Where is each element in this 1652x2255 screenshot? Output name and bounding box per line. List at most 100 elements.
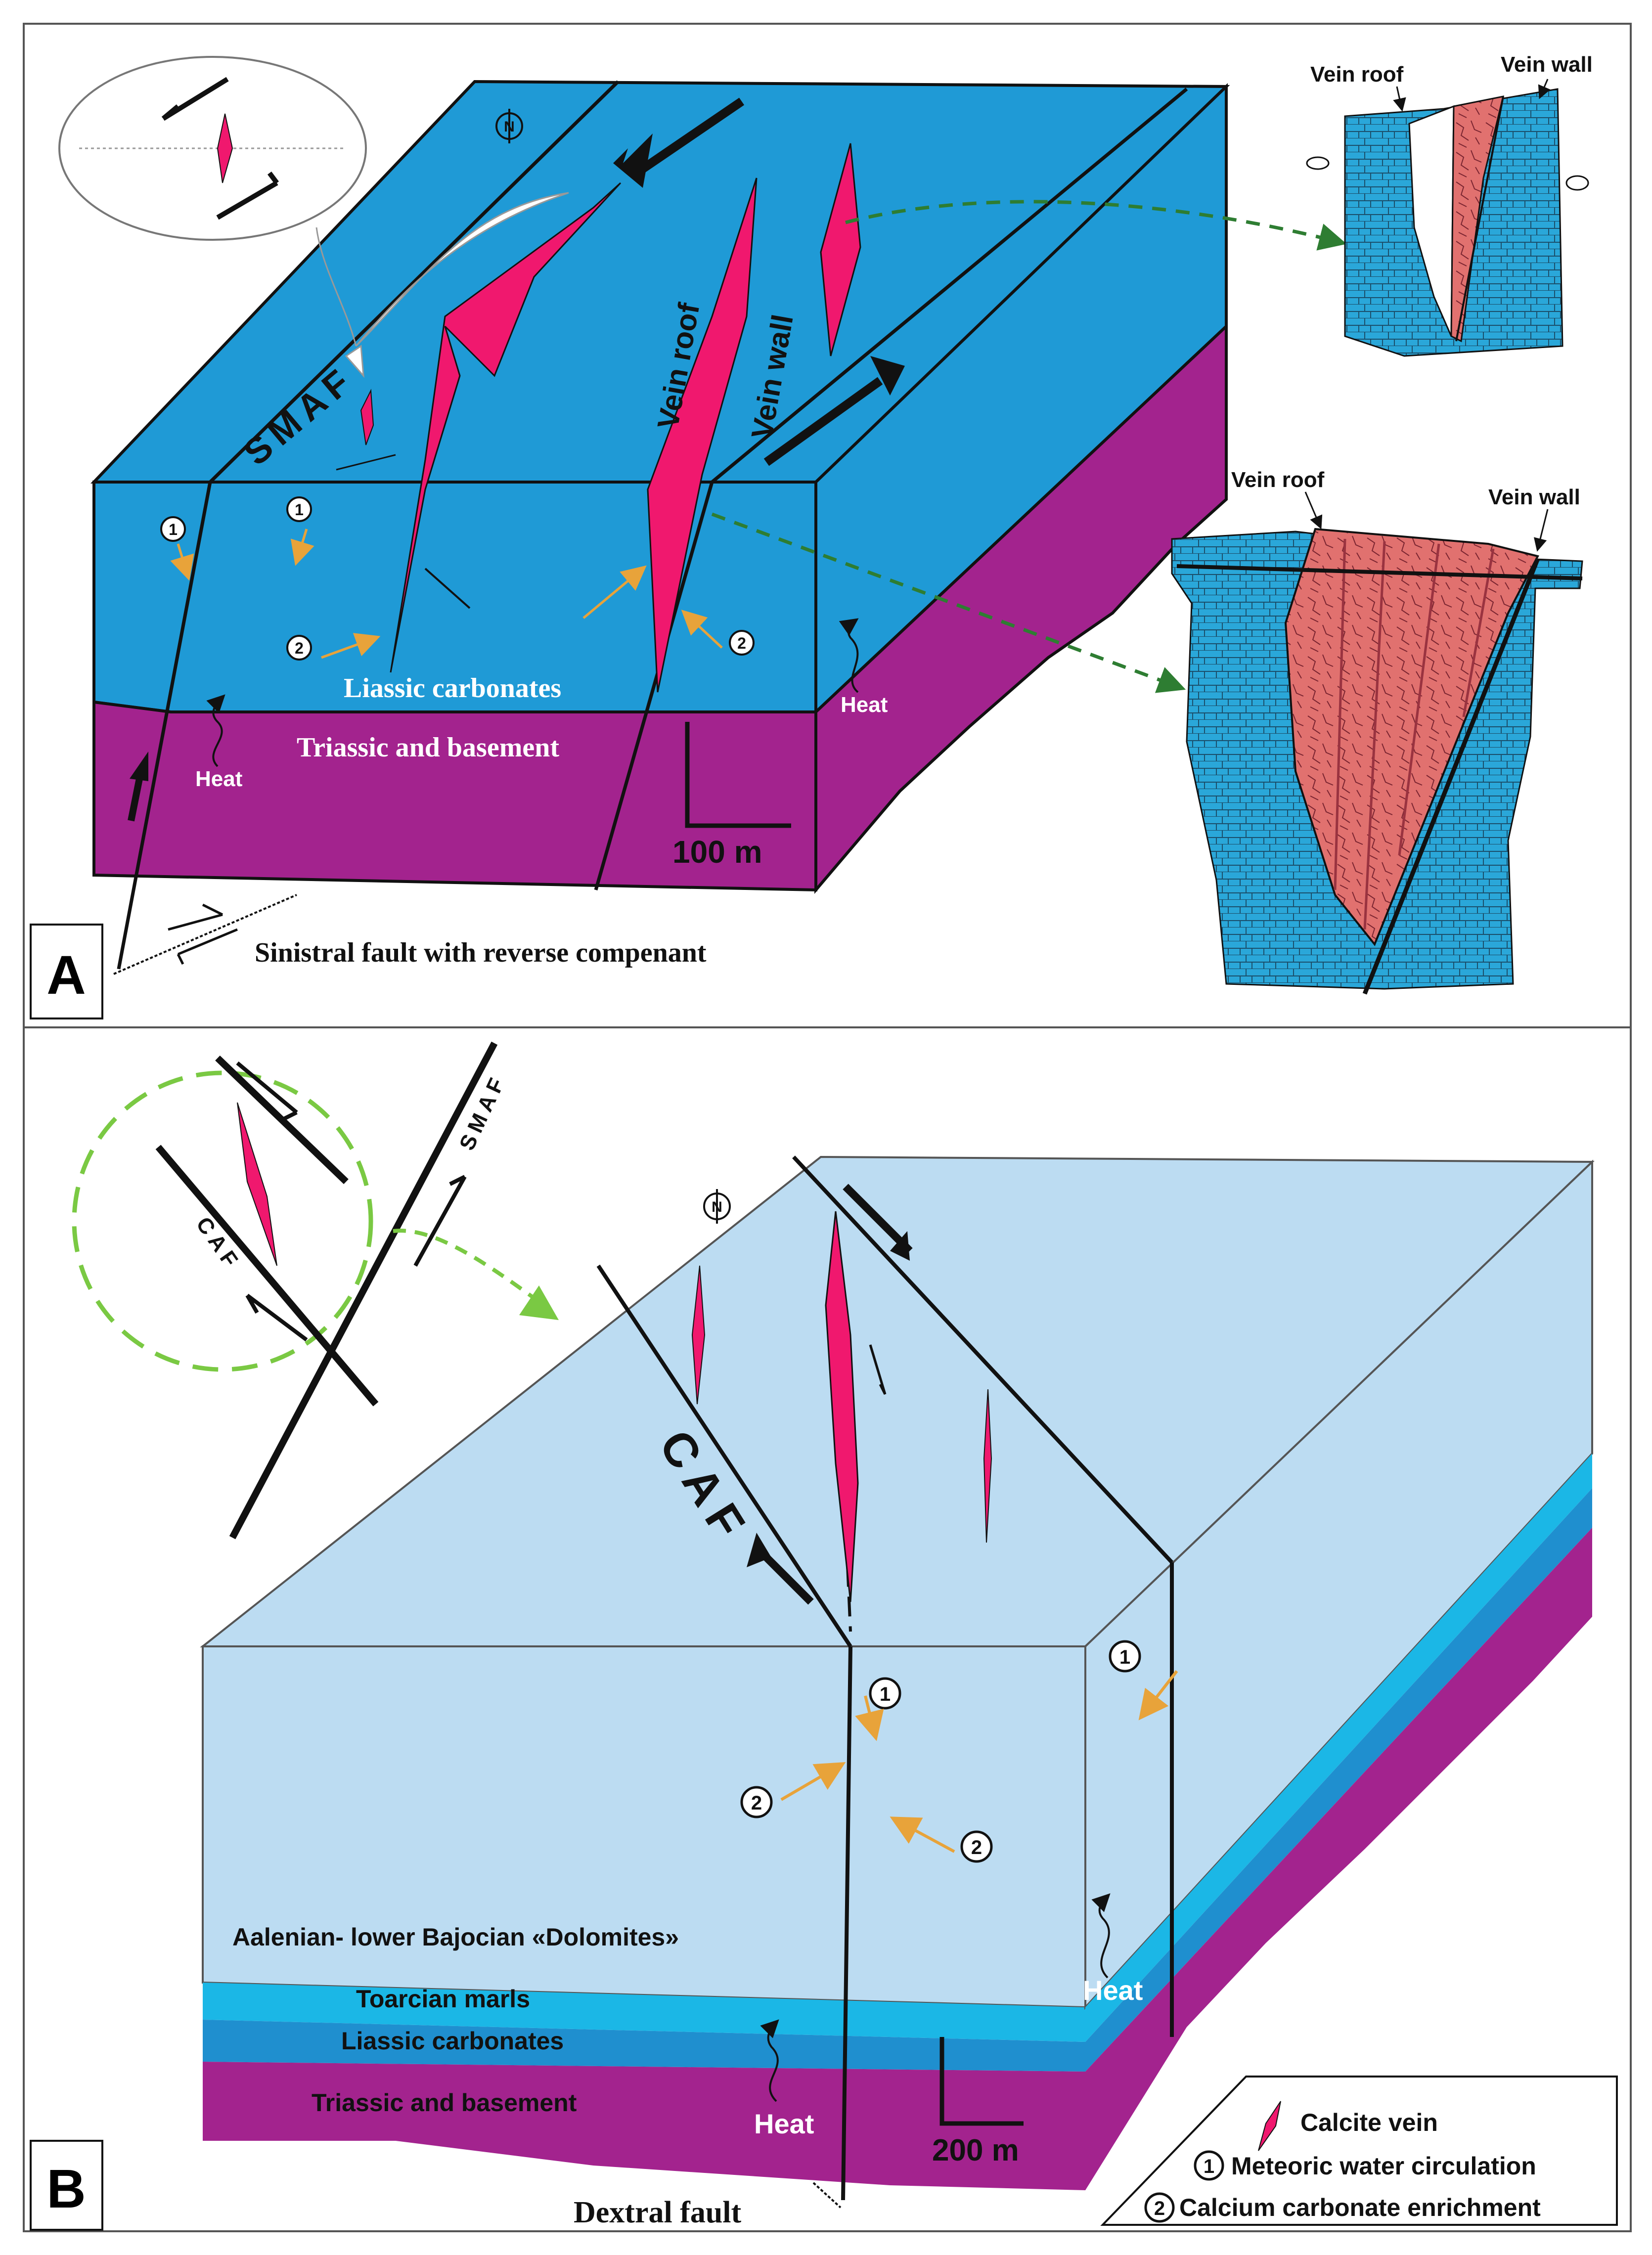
legend-calcite-vein: Calcite vein [1300,2109,1438,2136]
circle-2-b-right: 2 [960,1830,993,1863]
svg-text:2: 2 [751,1792,762,1814]
caf-fault-plane [841,1646,852,2201]
circle-2-a-left: 2 [286,635,312,661]
north-label-b: N [712,1199,722,1215]
block-b-front-triassic [203,2062,1085,2190]
svg-text:2: 2 [295,639,304,657]
heat-arrow-b2 [1091,1893,1111,1979]
scale-label-a: 100 m [672,834,762,870]
panel-letter-box-a [30,924,103,1019]
fault-caption-symbol-b [812,2182,842,2209]
panel-a-block [90,80,1230,894]
scale-bar-b [939,2037,1024,2126]
meteoric-arrow-a1 [170,543,194,581]
caf-fault-trace [596,1264,852,1648]
vein-left-b [691,1265,706,1405]
fault-caption-arrow-a2 [177,928,238,965]
svg-text:2: 2 [737,634,746,652]
inset-top-vein-roof: Vein roof [1310,62,1404,87]
heat-label-b1: Heat [754,2108,814,2139]
guide-arrow-a-bottom [711,512,1186,693]
smaf-slip-arrow-shaft [630,97,745,179]
scale-bar-a [685,722,791,828]
smaf-fault-plane [117,482,212,970]
panel-b-frame [23,1026,1632,2232]
dextral-slip-arrow-head [890,1231,910,1261]
vein-slip-arrow-shaft [763,377,883,466]
inset-top-roof-pointer [1393,86,1406,112]
north-symbol-a: N [495,109,523,143]
legend-circle-2 [1144,2192,1175,2223]
block-b-front-dolomites [202,1645,1086,2009]
heat-label-a2: Heat [841,693,888,717]
meteoric-arrow-b2 [1138,1670,1178,1721]
legend-num-2: 2 [1154,2198,1165,2219]
circle-1-b-right: 1 [1109,1640,1141,1673]
heat-label-a1: Heat [195,767,243,791]
dextral-slip-arrow-shaft [843,1184,913,1254]
dextral-fault-trace [792,1155,1173,1564]
circle-1-b-mid: 1 [869,1677,901,1710]
enrichment-arrow-b2 [890,1816,955,1853]
fault-caption-b: Dextral fault [574,2196,742,2229]
inset-top-vein-wall: Vein wall [1501,52,1593,77]
meteoric-arrow-a2 [290,529,314,566]
vein-right-b [983,1389,992,1543]
circle-1-a-mid: 1 [286,496,312,522]
liassic-label-b: Liassic carbonates [341,2027,564,2055]
circle-1-a-left: 1 [160,516,186,542]
legend-box [1100,2076,1618,2226]
fault-caption-symbol-a [113,894,297,975]
panel-letter-b: B [46,2159,86,2219]
svg-text:1: 1 [295,501,304,519]
legend: Calcite vein 1 Meteoric water circulatio… [1100,2076,1618,2226]
guide-arrow-b-head [519,1285,559,1320]
enrichment-arrow-a3 [681,610,723,649]
toarcian-label-b: Toarcian marls [356,1985,530,2013]
heat-arrow-a1 [206,694,225,767]
legend-circle-1 [1194,2150,1224,2181]
inset-bottom-vein-roof: Vein roof [1231,468,1325,492]
vein-fault-trace [711,88,1188,484]
dolomites-label-b: Aalenian- lower Bajocian «Dolomites» [232,1923,679,1951]
inset-bottom-wall-pointer [1533,509,1549,552]
block-b-side-triassic [1085,1528,1592,2190]
vein-slip-arrow-head [870,356,905,396]
fault-caption-arrow-a1 [168,903,223,931]
enrichment-arrow-a1 [321,633,381,659]
svg-text:1: 1 [880,1683,891,1705]
smaf-slip-arrow-head [613,133,653,188]
vein-inset-top [1306,88,1589,357]
enrichment-arrow-b1 [780,1762,846,1801]
enrichment-arrow-a2 [582,565,647,619]
panel-letter-a: A [46,945,86,1006]
block-b-front-toarcian [203,1983,1085,2042]
svg-text:1: 1 [1119,1646,1130,1668]
vein-slip-small-b [869,1344,887,1395]
triassic-label-b: Triassic and basement [312,2089,577,2117]
vein-fault-plane [594,482,714,890]
triassic-label-a: Triassic and basement [297,732,559,763]
vein-tiny-a [360,389,374,445]
circle-2-b-left: 2 [740,1786,773,1818]
legend-meteoric: Meteoric water circulation [1231,2152,1536,2180]
heat-arrow-a2 [839,618,859,693]
meteoric-arrow-b1 [855,1695,884,1741]
inset-bottom-vein-wall: Vein wall [1488,485,1580,509]
legend-vein-swatch [1258,2101,1281,2151]
vein-roof-a [647,177,758,693]
block-b-side-liassic [1085,1488,1592,2072]
block-a-side-triassic [814,323,1228,894]
caf-slip-arrow-head [747,1533,771,1567]
vein-large-b [825,1211,859,1602]
map-inset-b [72,1041,498,1540]
block-b-front-liassic [203,2020,1085,2072]
vein-small-a [820,143,861,356]
liassic-label-a: Liassic carbonates [344,673,561,704]
guide-arrow-b [393,1229,545,1307]
north-label-a: N [504,119,515,135]
block-b-side-toarcian [1085,1454,1592,2042]
tension-line-a1 [424,568,471,609]
callout-bubble-a [58,56,569,378]
